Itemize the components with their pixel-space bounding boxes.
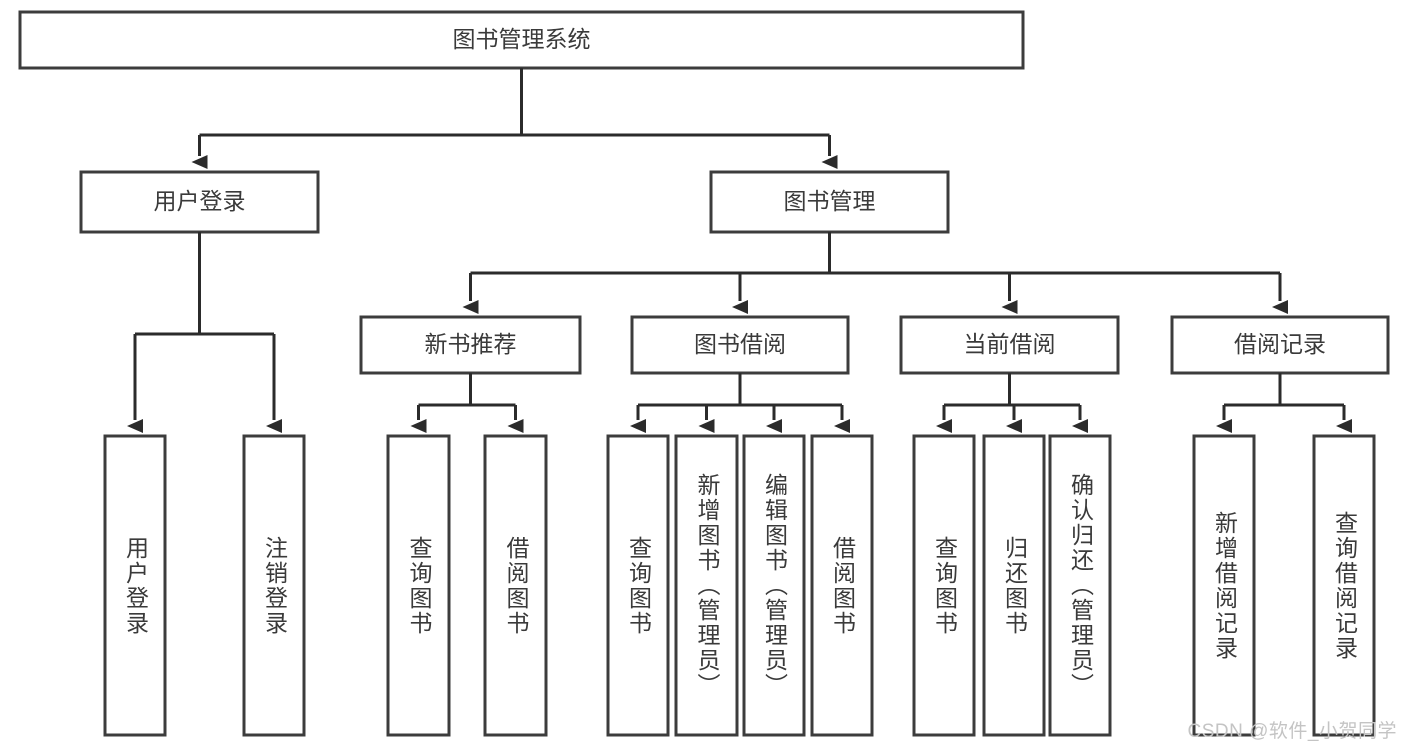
node-box-leaf-edit-book[interactable] bbox=[742, 434, 806, 737]
node-box-leaf-query-book-2[interactable] bbox=[606, 434, 670, 737]
node-box-new-book-recommend[interactable] bbox=[359, 315, 582, 375]
node-box-leaf-user-login[interactable] bbox=[103, 434, 167, 737]
node-box-leaf-confirm-return[interactable] bbox=[1048, 434, 1112, 737]
node-box-leaf-user-logout[interactable] bbox=[242, 434, 306, 737]
node-box-book-borrow[interactable] bbox=[630, 315, 850, 375]
node-box-user-login[interactable] bbox=[79, 170, 320, 234]
node-box-leaf-query-book-1[interactable] bbox=[386, 434, 451, 737]
node-box-current-borrow[interactable] bbox=[899, 315, 1120, 375]
node-box-leaf-add-book[interactable] bbox=[674, 434, 739, 737]
node-boxes-layer bbox=[18, 10, 1390, 737]
node-box-book-manage[interactable] bbox=[709, 170, 950, 234]
node-box-leaf-query-record[interactable] bbox=[1312, 434, 1376, 737]
node-box-leaf-return-book[interactable] bbox=[982, 434, 1046, 737]
node-box-leaf-query-book-3[interactable] bbox=[912, 434, 976, 737]
node-box-leaf-borrow-book-1[interactable] bbox=[483, 434, 548, 737]
node-box-borrow-record[interactable] bbox=[1170, 315, 1390, 375]
node-box-leaf-borrow-book-2[interactable] bbox=[810, 434, 874, 737]
node-box-leaf-add-record[interactable] bbox=[1192, 434, 1256, 737]
node-box-root[interactable] bbox=[18, 10, 1025, 70]
watermark-text: CSDN @软件_小贺同学 bbox=[1187, 721, 1397, 742]
connectors-layer bbox=[127, 68, 1352, 433]
